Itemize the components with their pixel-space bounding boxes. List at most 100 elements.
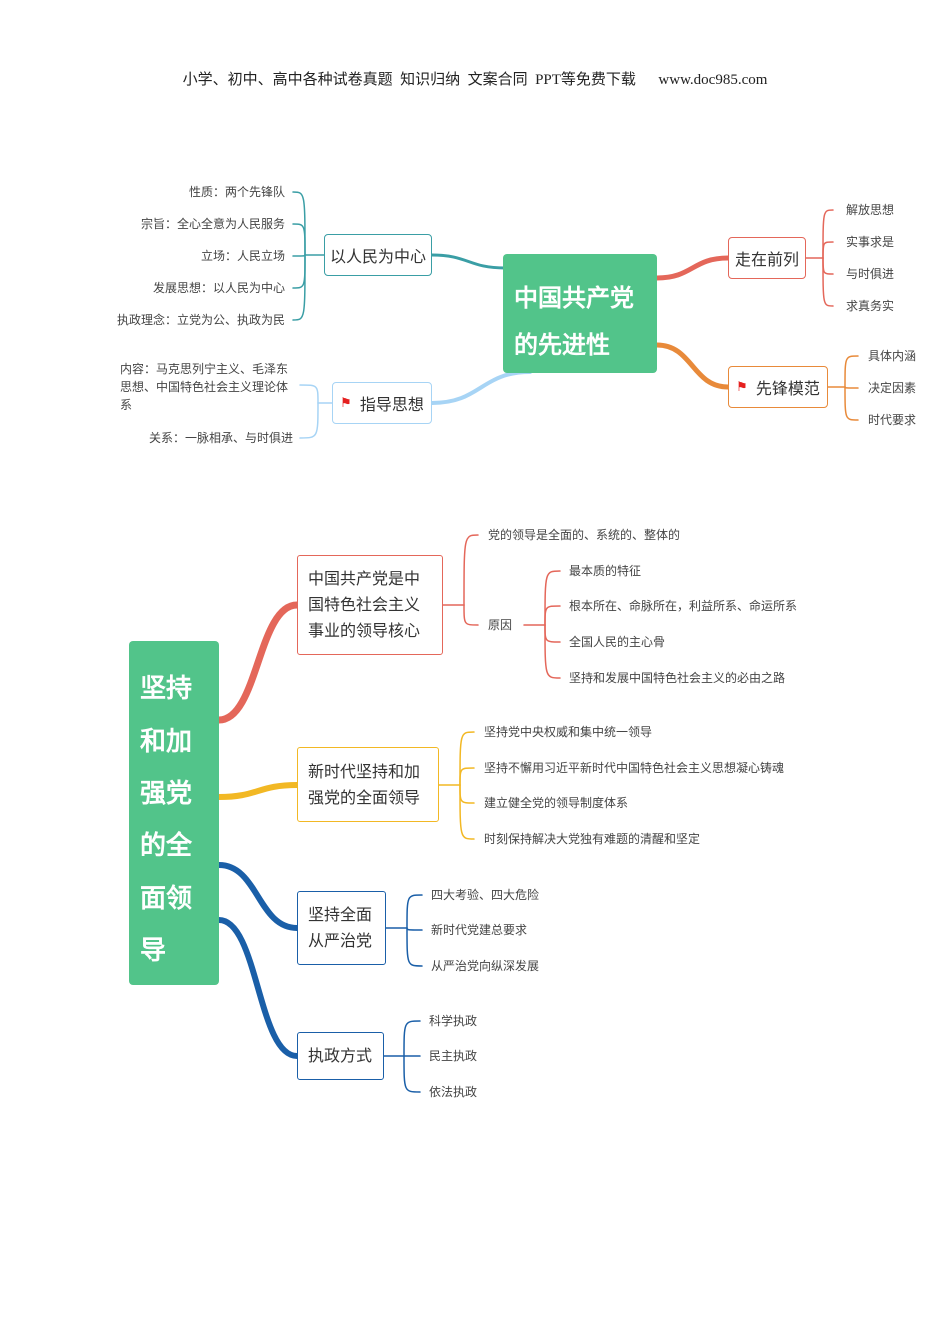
map2-center-line: 面领 bbox=[140, 884, 193, 914]
node-label: 事业的领导核心 bbox=[308, 621, 421, 640]
bracket-line bbox=[406, 927, 423, 967]
map2-center-line: 和加 bbox=[140, 727, 193, 757]
branch-line bbox=[216, 782, 300, 800]
branch-line bbox=[430, 370, 532, 405]
leaf: 四大考验、四大危险 bbox=[431, 888, 540, 902]
node-leadership-core[interactable]: 中国共产党是中 国特色社会主义 事业的领导核心 bbox=[297, 555, 443, 655]
bracket-line bbox=[844, 386, 859, 389]
bracket-line bbox=[544, 605, 561, 626]
node-at-the-front[interactable]: 走在前列 bbox=[728, 237, 806, 279]
bracket-line bbox=[299, 402, 319, 439]
node-vanguard-model[interactable]: ⚑ 先锋模范 bbox=[728, 366, 828, 408]
node-label: 新时代坚持和加 bbox=[308, 761, 421, 781]
leaf: 党的领导是全面的、系统的、整体的 bbox=[488, 528, 681, 542]
bracket-line bbox=[844, 386, 859, 421]
leaf: 求真务实 bbox=[846, 299, 895, 313]
node-label: 从严治党 bbox=[308, 931, 373, 950]
bracket-line bbox=[459, 784, 475, 804]
node-label: 以人民为中心 bbox=[329, 247, 426, 266]
node-strict-governance[interactable]: 坚持全面 从严治党 bbox=[297, 891, 386, 965]
node-guiding-thought[interactable]: ⚑ 指导思想 bbox=[332, 382, 432, 424]
leaf: 依法执政 bbox=[429, 1085, 478, 1099]
node-label: 执政方式 bbox=[308, 1046, 373, 1065]
map1-center-line: 中国共产党 bbox=[514, 284, 634, 312]
map2-center-line: 导 bbox=[140, 936, 167, 966]
leaf: 时代要求 bbox=[868, 413, 917, 427]
node-label: 先锋模范 bbox=[755, 379, 820, 398]
leaf: 发展思想：以人民为中心 bbox=[152, 281, 285, 295]
bracket-line bbox=[406, 927, 423, 931]
leaf: 思想、中国特色社会主义理论体 bbox=[120, 380, 289, 394]
branch-line bbox=[654, 255, 731, 281]
leaf-reason: 原因 bbox=[488, 618, 513, 632]
page-header: 小学、初中、高中各种试卷真题 知识归纳 文案合同 PPT等免费下载 www.do… bbox=[182, 72, 768, 88]
leaf: 决定因素 bbox=[868, 381, 917, 395]
node-governing-mode[interactable]: 执政方式 bbox=[297, 1032, 384, 1080]
leaf: 时刻保持解决大党独有难题的清醒和坚定 bbox=[484, 832, 701, 846]
leaf: 坚持党中央权威和集中统一领导 bbox=[484, 725, 653, 739]
map2-center-line: 强党 bbox=[140, 779, 193, 809]
bracket-line bbox=[822, 209, 834, 259]
flag-icon: ⚑ bbox=[340, 395, 352, 411]
branch-line bbox=[654, 342, 731, 390]
bracket-line bbox=[403, 1020, 421, 1057]
node-label: 指导思想 bbox=[359, 395, 424, 414]
bracket-line bbox=[406, 894, 423, 929]
bracket-line bbox=[822, 241, 834, 259]
leaf: 宗旨：全心全意为人民服务 bbox=[140, 217, 285, 231]
leaf: 执政理念：立党为公、执政为民 bbox=[116, 313, 285, 327]
leaf: 全国人民的主心骨 bbox=[569, 635, 666, 649]
node-people-centered[interactable]: 以人民为中心 bbox=[324, 234, 432, 276]
leaf: 内容：马克思列宁主义、毛泽东 bbox=[120, 362, 289, 376]
leaf: 具体内涵 bbox=[868, 349, 917, 363]
leaf: 建立健全党的领导制度体系 bbox=[484, 796, 629, 810]
bracket-line bbox=[292, 254, 306, 257]
leaf: 新时代党建总要求 bbox=[431, 923, 528, 937]
bracket-line bbox=[844, 355, 859, 388]
leaf: 系 bbox=[120, 398, 133, 412]
node-label: 中国共产党是中 bbox=[308, 569, 421, 588]
bracket-line bbox=[459, 784, 475, 840]
bracket-line bbox=[463, 534, 479, 606]
map1-center-node[interactable]: 中国共产党 的先进性 bbox=[503, 254, 657, 373]
leaf: 关系：一脉相承、与时俱进 bbox=[148, 431, 293, 445]
node-label: 国特色社会主义 bbox=[308, 595, 421, 614]
leaf: 科学执政 bbox=[429, 1014, 478, 1028]
node-label: 强党的全面领导 bbox=[308, 787, 421, 807]
leaf: 坚持和发展中国特色社会主义的必由之路 bbox=[569, 671, 786, 685]
bracket-line bbox=[544, 624, 561, 679]
map1-center-line: 的先进性 bbox=[514, 331, 610, 359]
bracket-line bbox=[403, 1055, 421, 1093]
branch-line bbox=[430, 253, 507, 270]
branch-line bbox=[215, 601, 301, 724]
leaf: 坚持不懈用习近平新时代中国特色社会主义思想凝心铸魂 bbox=[484, 761, 785, 775]
leaf: 立场：人民立场 bbox=[200, 249, 285, 263]
bracket-line bbox=[292, 223, 306, 256]
bracket-line bbox=[822, 257, 834, 275]
bracket-line bbox=[299, 384, 319, 404]
map2-center-node[interactable]: 坚持 和加 强党 的全 面领 导 bbox=[129, 641, 219, 985]
leaf: 解放思想 bbox=[846, 203, 895, 217]
leaf: 从严治党向纵深发展 bbox=[431, 959, 540, 973]
leaf: 性质：两个先锋队 bbox=[188, 185, 285, 199]
bracket-line bbox=[822, 257, 834, 307]
node-label: 走在前列 bbox=[734, 250, 799, 269]
node-label: 坚持全面 bbox=[308, 905, 373, 924]
leaf: 最本质的特征 bbox=[569, 564, 642, 578]
bracket-line bbox=[292, 254, 306, 321]
leaf: 民主执政 bbox=[429, 1049, 478, 1063]
branch-line bbox=[216, 917, 300, 1059]
leaf: 与时俱进 bbox=[846, 267, 895, 281]
bracket-line bbox=[463, 604, 479, 626]
map2-center-line: 的全 bbox=[140, 831, 193, 861]
leaf: 根本所在、命脉所在，利益所系、命运所系 bbox=[569, 599, 798, 613]
bracket-line bbox=[292, 254, 306, 289]
bracket-line bbox=[459, 731, 475, 786]
flag-icon: ⚑ bbox=[736, 379, 748, 395]
node-new-era[interactable]: 新时代坚持和加 强党的全面领导 bbox=[297, 747, 439, 822]
branch-line bbox=[216, 862, 300, 931]
bracket-line bbox=[459, 767, 475, 786]
map2-center-line: 坚持 bbox=[140, 674, 193, 704]
bracket-line bbox=[544, 570, 561, 626]
